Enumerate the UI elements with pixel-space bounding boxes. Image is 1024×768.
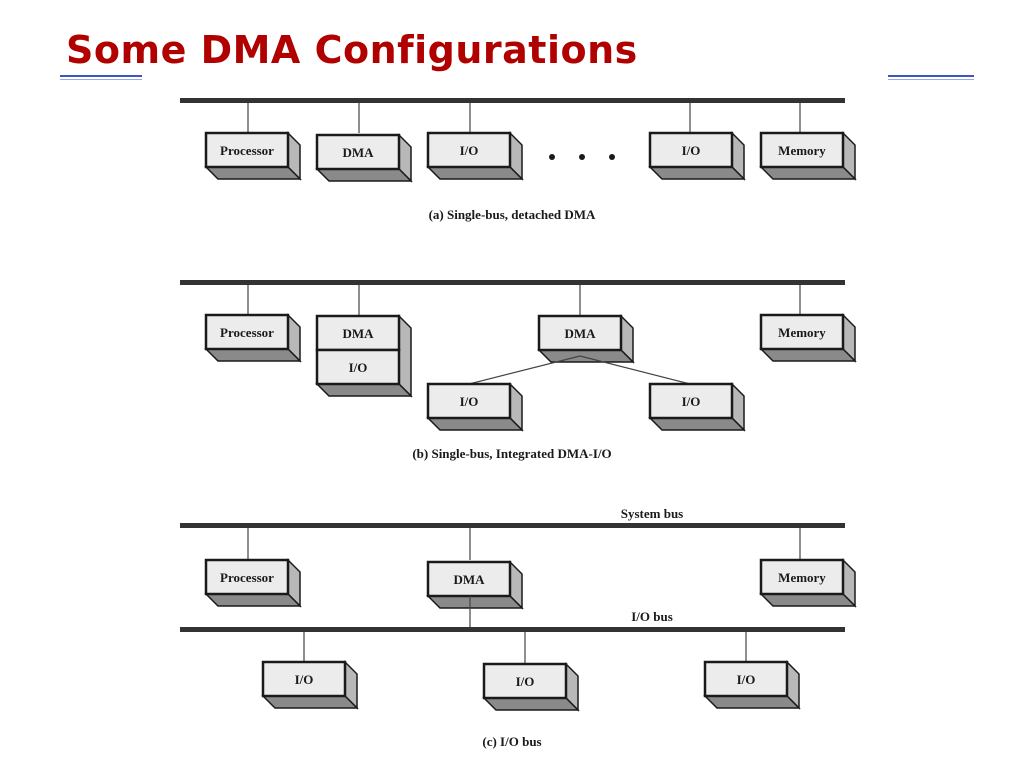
box-label: Memory (778, 570, 826, 585)
io-box: I/O (261, 660, 359, 710)
memory-box: Memory (759, 131, 857, 181)
box-label: DMA (453, 572, 485, 587)
slide-title: Some DMA Configurations (66, 28, 638, 72)
dma-box: DMA (426, 560, 524, 610)
box-label: Processor (220, 143, 274, 158)
title-underline-right (888, 75, 974, 80)
dma-box: DMA (537, 314, 635, 364)
title-underline (60, 75, 142, 80)
connector (579, 355, 691, 385)
io-box: I/O (703, 660, 801, 710)
ellipsis-dot (609, 154, 615, 160)
box-label: I/O (295, 672, 314, 687)
box-label: I/O (516, 674, 535, 689)
io-box (315, 348, 401, 386)
box-label: I/O (682, 143, 701, 158)
system-bus-label: System bus (621, 506, 684, 521)
ellipsis-dot (579, 154, 585, 160)
dma-box: DMA (315, 133, 413, 183)
memory-box: Memory (759, 558, 857, 608)
system-bus-c (180, 523, 845, 528)
box-label: I/O (460, 394, 479, 409)
box-label: Processor (220, 325, 274, 340)
config-b: Processor DMA I/O DMA (180, 280, 857, 461)
io-box: I/O (648, 382, 746, 432)
memory-box: Memory (759, 313, 857, 363)
box-label: I/O (682, 394, 701, 409)
ellipsis-dot (549, 154, 555, 160)
box-label: DMA (564, 326, 596, 341)
system-bus-b (180, 280, 845, 285)
caption-a: (a) Single-bus, detached DMA (429, 207, 596, 222)
io-bus-label: I/O bus (631, 609, 673, 624)
box-label: Memory (778, 143, 826, 158)
caption-b: (b) Single-bus, Integrated DMA-I/O (412, 446, 611, 461)
config-c: System bus Processor DMA Memory (180, 506, 857, 749)
io-box: I/O (482, 662, 580, 712)
io-box: I/O (648, 131, 746, 181)
box-label: Memory (778, 325, 826, 340)
processor-box: Processor (204, 313, 302, 363)
processor-box: Processor (204, 131, 302, 181)
box-label: I/O (349, 360, 368, 375)
dma-io-stack: DMA I/O (315, 314, 413, 398)
caption-c: (c) I/O bus (482, 734, 541, 749)
box-label: DMA (342, 326, 374, 341)
system-bus-a (180, 98, 845, 103)
io-bus (180, 627, 845, 632)
box-label: Processor (220, 570, 274, 585)
box-label: I/O (737, 672, 756, 687)
processor-box: Processor (204, 558, 302, 608)
connector (468, 355, 581, 385)
io-box: I/O (426, 382, 524, 432)
box-label: DMA (342, 145, 374, 160)
config-a: Processor DMA I/O I/O (180, 98, 857, 222)
box-label: I/O (460, 143, 479, 158)
io-box: I/O (426, 131, 524, 181)
